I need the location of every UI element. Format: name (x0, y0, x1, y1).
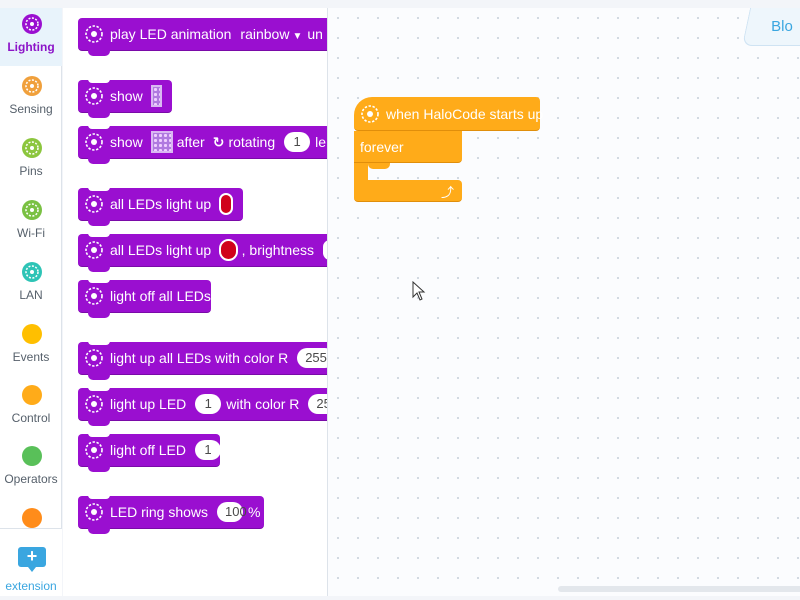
category-label: Lighting (7, 40, 55, 54)
halocode-icon (360, 104, 380, 124)
halocode-icon (84, 86, 104, 106)
category-sidebar: Lighting Sensing Pins Wi-Fi LAN (0, 8, 62, 596)
halocode-icon (84, 194, 104, 214)
block-play-led-animation[interactable]: play LED animation rainbow▼ un (78, 18, 327, 56)
halocode-icon (84, 286, 104, 306)
category-events[interactable]: Events (0, 318, 62, 376)
block-light-up-led-rgb[interactable]: light up LED 1 with color R 255 (78, 387, 327, 426)
block-text: light up all LEDs with color R (110, 350, 289, 366)
block-text: show (110, 134, 143, 150)
block-text: rotating (228, 134, 276, 150)
category-operators[interactable]: Operators (0, 440, 62, 498)
block-light-off-all-leds[interactable]: light off all LEDs (78, 279, 211, 318)
block-text: after (176, 134, 205, 150)
block-text: light up LED (110, 396, 187, 412)
sensing-icon (22, 76, 42, 96)
category-control[interactable]: Control (0, 379, 62, 437)
chevron-down-icon: ▼ (292, 31, 303, 42)
category-next-partial[interactable] (0, 502, 62, 528)
forever-block[interactable]: forever (354, 131, 462, 163)
pins-icon (22, 138, 42, 158)
halocode-icon (84, 440, 104, 460)
category-pins[interactable]: Pins (0, 132, 62, 190)
category-lighting[interactable]: Lighting (0, 8, 62, 66)
block-text: forever (360, 139, 404, 155)
block-show[interactable]: show (78, 79, 172, 118)
halocode-icon (84, 24, 104, 44)
halocode-icon (84, 240, 104, 260)
block-text: LED ring shows (110, 504, 209, 520)
category-label: Pins (19, 164, 43, 178)
events-icon (22, 324, 42, 344)
mouse-cursor-icon (412, 281, 426, 301)
block-led-ring-shows[interactable]: LED ring shows 100 % (78, 495, 264, 534)
when-halocode-starts-up-block[interactable]: when HaloCode starts up (354, 97, 544, 131)
category-lan[interactable]: LAN (0, 256, 62, 314)
category-label: Control (11, 411, 51, 425)
block-light-up-all-leds-rgb[interactable]: light up all LEDs with color R 255 (78, 341, 327, 380)
code-workspace[interactable]: Blo when HaloCode starts up forever ⤴ (328, 8, 800, 596)
block-text-suffix: un (307, 26, 323, 42)
block-text: play LED animation (110, 26, 232, 42)
lighting-icon (22, 14, 42, 34)
forever-block-bottom: ⤴ (354, 180, 462, 202)
category-sensing[interactable]: Sensing (0, 70, 62, 128)
brightness-input[interactable] (323, 240, 327, 260)
horizontal-scrollbar[interactable] (558, 586, 800, 592)
forever-inner-notch (368, 163, 390, 169)
block-text: when HaloCode starts up (386, 105, 544, 122)
category-label: Sensing (9, 102, 53, 116)
led-index-input[interactable]: 1 (195, 394, 222, 414)
block-all-leds-light-up-brightness[interactable]: all LEDs light up , brightness (78, 233, 327, 272)
category-label: Wi-Fi (17, 226, 45, 240)
category-label: LAN (19, 288, 43, 302)
block-text: light off LED (110, 442, 187, 458)
operators-icon (22, 446, 42, 466)
variables-icon (22, 508, 42, 528)
forever-block-arm (354, 163, 368, 180)
block-all-leds-light-up[interactable]: all LEDs light up (78, 187, 243, 226)
block-show-rotating[interactable]: show after ↻ rotating 1 le (78, 125, 327, 164)
rotate-clockwise-icon: ↻ (212, 133, 225, 150)
animation-dropdown[interactable]: rainbow▼ (240, 26, 303, 42)
led-pattern-picker[interactable] (150, 85, 162, 107)
lan-icon (22, 262, 42, 282)
extension-button[interactable]: + extension (0, 528, 62, 596)
block-text: show (110, 88, 143, 104)
blocks-tab[interactable]: Blo (741, 8, 800, 46)
plus-icon: + (18, 547, 46, 572)
wifi-icon (22, 200, 42, 220)
halocode-icon (84, 502, 104, 522)
rotation-count-input[interactable]: 1 (284, 132, 311, 152)
halocode-icon (84, 132, 104, 152)
red-value-input[interactable]: 255 (308, 394, 327, 414)
block-text-suffix: , brightness (241, 242, 314, 258)
percent-input[interactable]: 100 (217, 502, 247, 522)
block-text: all LEDs light up (110, 242, 212, 258)
block-text-suffix: % (248, 504, 261, 520)
category-label: Events (12, 350, 50, 364)
blocks-tab-label: Blo (771, 18, 793, 35)
loop-arrow-icon: ⤴ (440, 185, 454, 200)
category-wifi[interactable]: Wi-Fi (0, 194, 62, 252)
led-pattern-picker[interactable] (150, 131, 173, 153)
color-picker[interactable] (219, 193, 233, 215)
halocode-icon (84, 394, 104, 414)
control-icon (22, 385, 42, 405)
block-light-off-led[interactable]: light off LED 1 (78, 433, 222, 472)
block-palette: play LED animation rainbow▼ un show show… (63, 8, 328, 596)
block-text: all LEDs light up (110, 196, 212, 212)
halocode-icon (84, 348, 104, 368)
extension-label: extension (5, 579, 57, 593)
red-value-input[interactable]: 255 (297, 348, 327, 368)
block-text-suffix: le (315, 134, 327, 150)
color-picker[interactable] (219, 239, 238, 261)
block-text: light off all LEDs (110, 288, 211, 304)
category-label: Operators (4, 472, 58, 486)
led-index-input[interactable]: 1 (195, 440, 222, 460)
block-text: with color R (226, 396, 300, 412)
